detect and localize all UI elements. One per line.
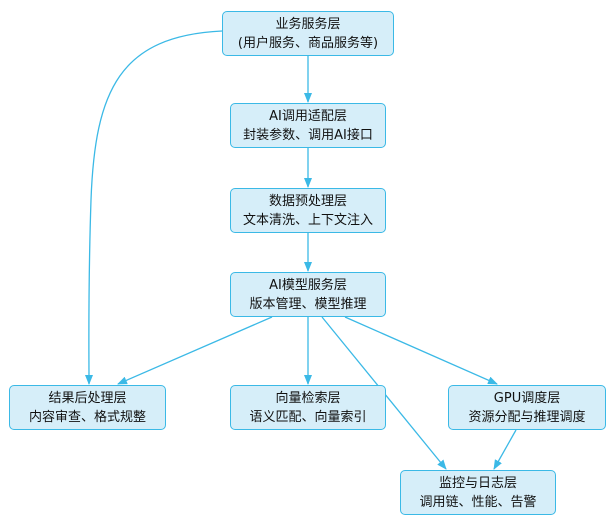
edge-model-to-gpu xyxy=(344,316,498,385)
edge-gpu-to-monitor xyxy=(493,429,517,470)
node-postprocessing-layer: 结果后处理层 内容审查、格式规整 xyxy=(9,385,166,430)
node-subtitle: 语义匹配、向量索引 xyxy=(249,409,367,425)
node-subtitle: 调用链、性能、告警 xyxy=(419,494,537,510)
edge-business-to-post xyxy=(84,30,223,385)
node-title: GPU调度层 xyxy=(493,390,561,406)
node-subtitle: 内容审查、格式规整 xyxy=(28,409,146,425)
edge-model-to-post xyxy=(117,316,273,385)
node-subtitle: 版本管理、模型推理 xyxy=(249,296,367,312)
node-business-service-layer: 业务服务层 (用户服务、商品服务等) xyxy=(222,11,394,56)
node-preprocessing-layer: 数据预处理层 文本清洗、上下文注入 xyxy=(230,188,386,233)
node-subtitle: (用户服务、商品服务等) xyxy=(237,35,379,51)
node-title: AI调用适配层 xyxy=(269,108,347,124)
node-vector-retrieval-layer: 向量检索层 语义匹配、向量索引 xyxy=(230,385,386,430)
node-title: 结果后处理层 xyxy=(48,390,127,406)
node-title: 业务服务层 xyxy=(275,16,341,32)
node-ai-adapter-layer: AI调用适配层 封装参数、调用AI接口 xyxy=(230,103,386,148)
node-subtitle: 资源分配与推理调度 xyxy=(468,409,586,425)
node-title: 向量检索层 xyxy=(275,390,341,406)
node-ai-model-service-layer: AI模型服务层 版本管理、模型推理 xyxy=(230,272,386,317)
node-subtitle: 封装参数、调用AI接口 xyxy=(243,127,373,143)
node-title: 监控与日志层 xyxy=(438,475,517,491)
node-subtitle: 文本清洗、上下文注入 xyxy=(242,212,373,228)
node-gpu-scheduling-layer: GPU调度层 资源分配与推理调度 xyxy=(448,385,606,430)
node-title: 数据预处理层 xyxy=(268,193,347,209)
node-title: AI模型服务层 xyxy=(269,277,347,293)
node-monitoring-logging-layer: 监控与日志层 调用链、性能、告警 xyxy=(400,470,556,515)
